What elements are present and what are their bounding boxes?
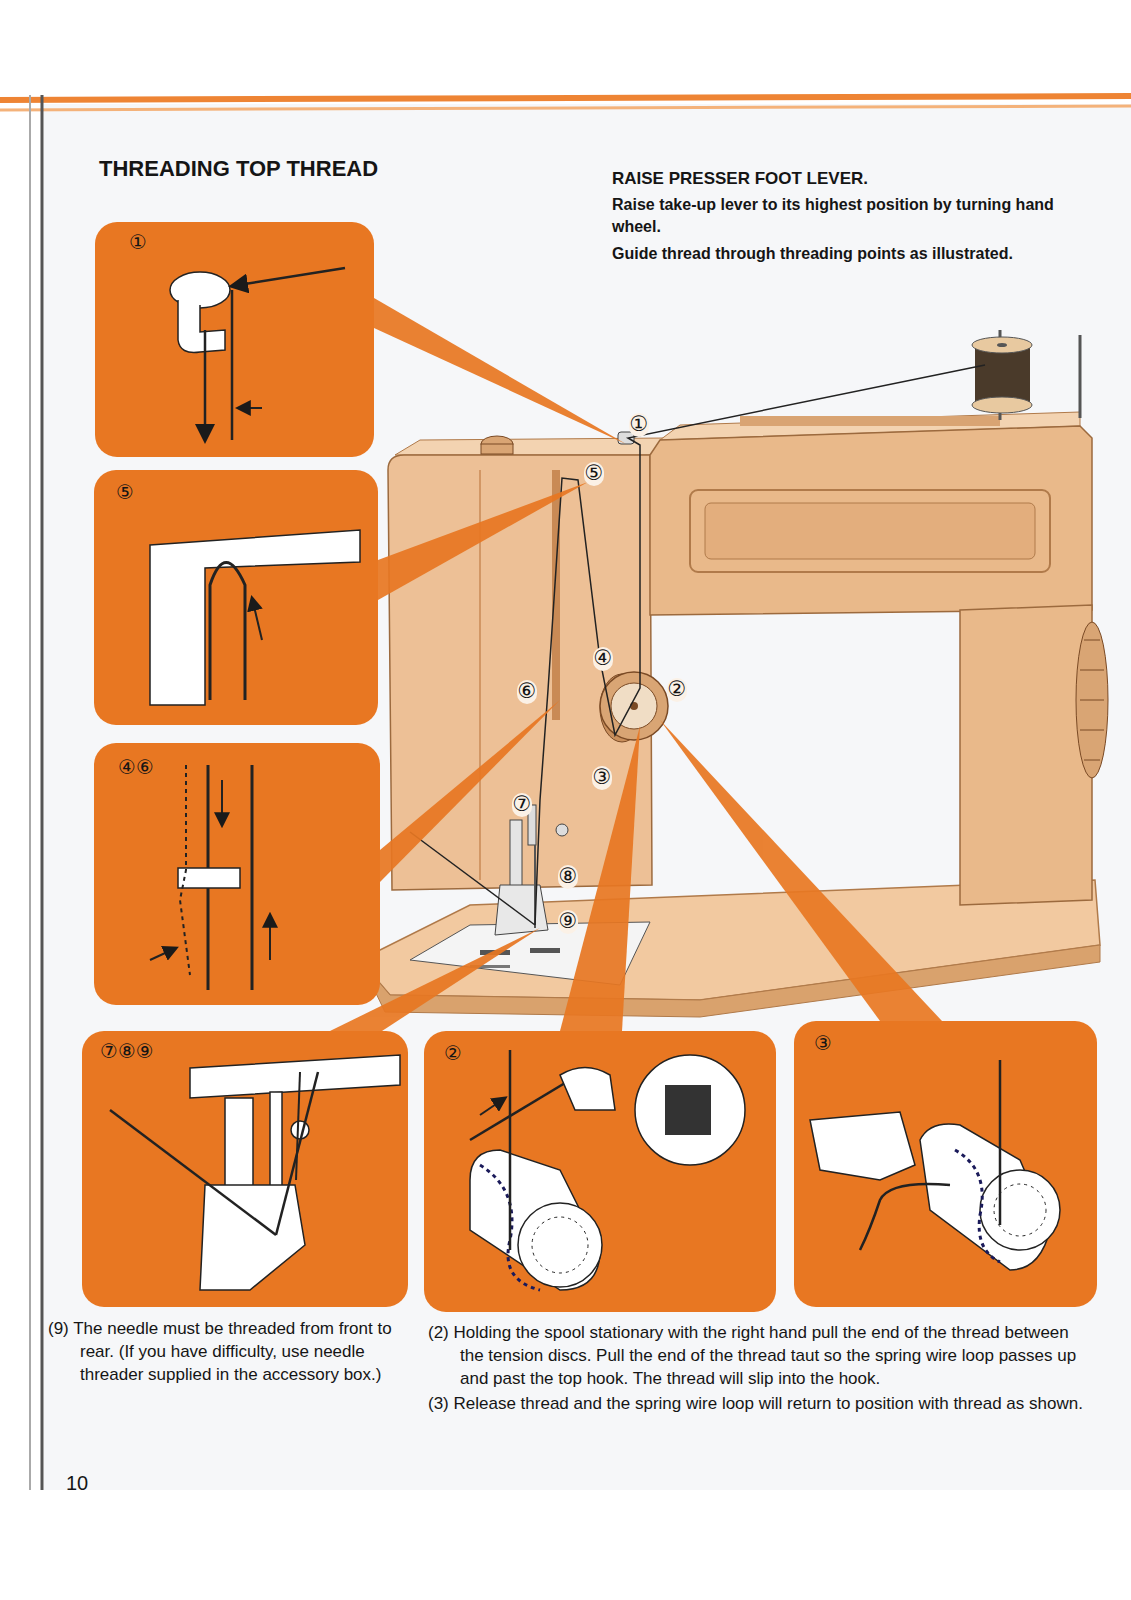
callout-number: ⑥ [517, 680, 538, 703]
illustration-panel: ⑦⑧⑨ [82, 1031, 408, 1307]
callout-number: ⑤ [584, 462, 605, 485]
instruction-text: Raise take-up lever to its highest posit… [612, 194, 1082, 237]
callout-number: ① [129, 230, 147, 254]
callout-number: ⑨ [558, 910, 579, 933]
instruction-text: RAISE PRESSER FOOT LEVER. [612, 168, 1082, 191]
callout-number: ④⑥ [118, 755, 154, 779]
illustration-panel: ④⑥ [94, 743, 380, 1005]
instruction-text: Guide thread through threading points as… [612, 243, 1082, 265]
illustration-panel: ① [95, 222, 374, 457]
instruction-text: (9) The needle must be threaded from fro… [48, 1318, 408, 1387]
callout-number: ④ [593, 647, 614, 670]
illustration-panel: ③ [794, 1021, 1097, 1307]
callout-number: ② [667, 678, 688, 701]
instruction-text: (2) Holding the spool stationary with th… [428, 1322, 1088, 1391]
callout-number: ⑦⑧⑨ [100, 1039, 154, 1063]
callout-number: ⑧ [558, 865, 579, 888]
illustration-panel: ⑤ [94, 470, 378, 725]
callout-number: ① [629, 413, 650, 436]
page-title: THREADING TOP THREAD [99, 156, 378, 182]
instruction-text: (3) Release thread and the spring wire l… [428, 1393, 1088, 1416]
callout-number: ② [444, 1041, 462, 1065]
callout-number: ⑦ [512, 793, 533, 816]
illustration-panel: ② [424, 1031, 776, 1312]
callout-number: ③ [592, 766, 613, 789]
callout-number: ③ [814, 1031, 832, 1055]
page-number: 10 [66, 1470, 126, 1497]
callout-number: ⑤ [116, 480, 134, 504]
